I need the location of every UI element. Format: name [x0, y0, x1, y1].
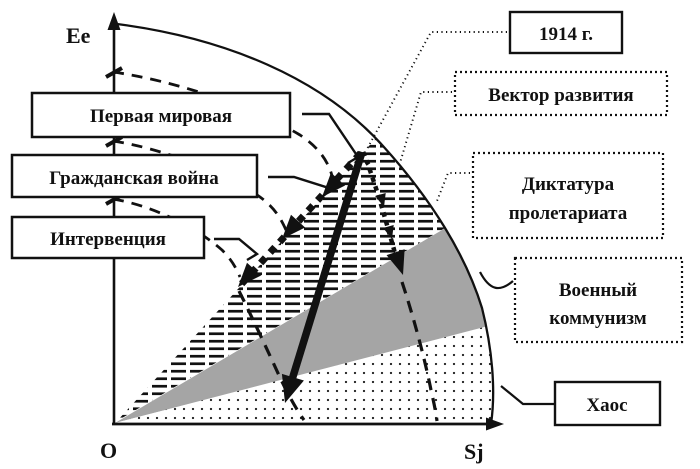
region-dictatorship-hatched [117, 24, 494, 421]
callout-civil-war [268, 175, 335, 197]
label-war-communism-line2: коммунизм [549, 308, 646, 329]
label-chaos: Хаос [586, 395, 627, 416]
box-war-communism [513, 256, 684, 344]
leader-vector [399, 91, 452, 164]
label-intervention: Интервенция [50, 229, 166, 250]
box-intervention [10, 215, 206, 260]
dashed-curve-to-axis-right [400, 281, 439, 422]
box-first-world-war [30, 91, 292, 139]
x-axis-arrowhead-icon [486, 417, 504, 431]
label-dictatorship-line1: Диктатура [522, 174, 615, 195]
dashed-curve-to-axis-left [237, 290, 306, 421]
label-development-vector: Вектор развития [488, 85, 633, 106]
label-dictatorship-line2: пролетариата [509, 203, 628, 224]
annotation-boxes: 1914 г. Вектор развития Диктатура пролет… [453, 10, 684, 427]
drop-arc-intervention [112, 197, 242, 278]
stage-boxes: Первая мировая Гражданская война Интерве… [10, 91, 292, 260]
region-group [115, 24, 494, 423]
development-vector-dotted-curve [361, 151, 400, 263]
region-chaos-dotted [115, 284, 494, 423]
stage-callouts [214, 112, 360, 262]
leader-dictatorship [436, 172, 470, 202]
dotted-descent-path [231, 151, 363, 295]
label-war-communism-line1: Военный [559, 280, 637, 301]
y-axis-arrowhead-icon [107, 12, 121, 30]
box-civil-war [10, 153, 259, 199]
label-first-world-war: Первая мировая [90, 106, 232, 127]
quarter-arc [116, 22, 495, 425]
label-1914: 1914 г. [539, 24, 593, 45]
annotation-leaders [366, 31, 554, 406]
leader-chaos [500, 385, 554, 406]
x-axis-label: Sj [464, 439, 484, 464]
box-development-vector [453, 70, 669, 117]
callout-intervention [214, 237, 260, 262]
box-1914 [508, 10, 624, 55]
callout-first-world-war [302, 112, 360, 165]
box-dictatorship [471, 151, 665, 240]
origin-label: O [100, 438, 117, 463]
y-axis-label: Ee [66, 23, 91, 48]
main-trajectory-arrow [287, 150, 366, 385]
label-civil-war: Гражданская война [49, 168, 219, 189]
region-war-communism-gray [115, 112, 494, 423]
box-chaos [553, 380, 662, 427]
leader-war-communism [479, 271, 514, 290]
drop-arc-first-world-war [112, 70, 335, 181]
